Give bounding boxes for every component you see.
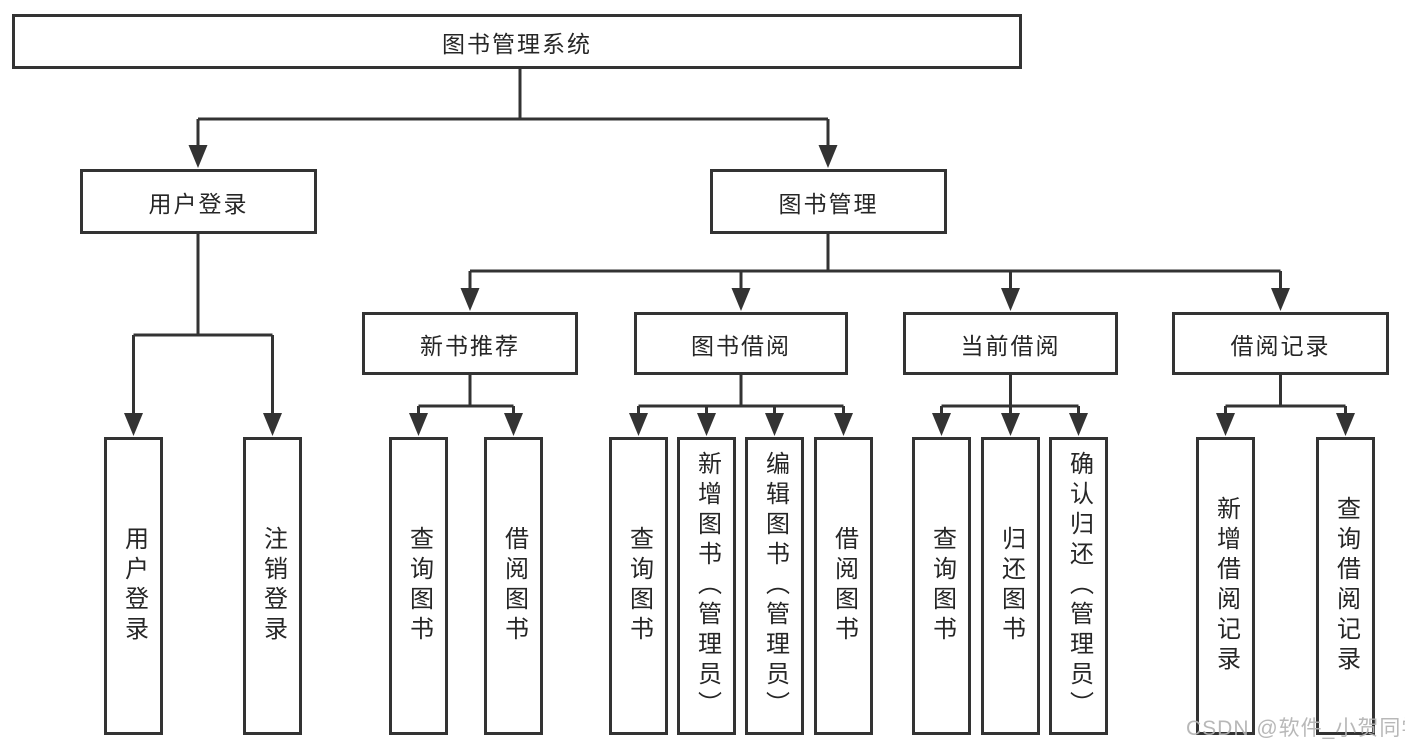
arrow-down-icon [1271,288,1290,311]
arrow-down-icon [1001,413,1020,436]
arrow-down-icon [188,145,208,168]
leaf-recommend-query-books: 查询图书 [389,437,448,735]
arrow-down-icon [834,413,853,436]
node-borrow-records: 借阅记录 [1172,312,1389,375]
leaf-add-borrow-record: 新增借阅记录 [1196,437,1255,735]
node-user-login: 用户登录 [80,169,317,234]
arrow-down-icon [932,413,951,436]
node-book-borrow: 图书借阅 [634,312,848,375]
arrow-down-icon [697,413,716,436]
leaf-return-books: 归还图书 [981,437,1040,735]
arrow-down-icon [1216,413,1235,436]
arrow-down-icon [1336,413,1355,436]
arrow-down-icon [765,413,784,436]
node-new-book-recommend: 新书推荐 [362,312,578,375]
leaf-borrow-query-books: 查询图书 [609,437,668,735]
arrow-down-icon [1069,413,1088,436]
leaf-user-login-label: 用户登录 [120,526,148,646]
leaf-add-books-admin-label: 新增图书（管理员） [693,451,721,721]
leaf-borrow-borrow-books-label: 借阅图书 [830,526,858,646]
arrow-down-icon [460,288,480,311]
leaf-query-borrow-record-label: 查询借阅记录 [1332,496,1360,676]
leaf-confirm-return-admin: 确认归还（管理员） [1049,437,1108,735]
leaf-query-borrow-record: 查询借阅记录 [1316,437,1375,735]
node-book-management: 图书管理 [710,169,947,234]
leaf-current-query-books: 查询图书 [912,437,971,735]
arrow-down-icon [1001,288,1020,311]
node-library-management-system: 图书管理系统 [12,14,1022,69]
arrow-down-icon [409,413,428,436]
arrow-down-icon [504,413,523,436]
arrow-down-icon [731,288,751,311]
leaf-return-books-label: 归还图书 [997,526,1025,646]
leaf-borrow-borrow-books: 借阅图书 [814,437,873,735]
leaf-borrow-query-books-label: 查询图书 [625,526,653,646]
leaf-recommend-borrow-books-label: 借阅图书 [500,526,528,646]
leaf-current-query-books-label: 查询图书 [928,526,956,646]
leaf-logout: 注销登录 [243,437,302,735]
arrow-down-icon [263,413,282,436]
watermark: CSDN @软件_小贺同学 [1186,717,1405,740]
leaf-logout-label: 注销登录 [259,526,287,646]
leaf-edit-books-admin: 编辑图书（管理员） [745,437,804,735]
arrow-down-icon [629,413,648,436]
leaf-add-borrow-record-label: 新增借阅记录 [1212,496,1240,676]
arrow-down-icon [818,145,838,168]
leaf-recommend-query-books-label: 查询图书 [405,526,433,646]
node-current-borrow: 当前借阅 [903,312,1118,375]
leaf-user-login: 用户登录 [104,437,163,735]
leaf-confirm-return-admin-label: 确认归还（管理员） [1065,451,1093,721]
leaf-recommend-borrow-books: 借阅图书 [484,437,543,735]
arrow-down-icon [124,413,143,436]
leaf-edit-books-admin-label: 编辑图书（管理员） [761,451,789,721]
leaf-add-books-admin: 新增图书（管理员） [677,437,736,735]
arrowheads [124,145,1355,436]
